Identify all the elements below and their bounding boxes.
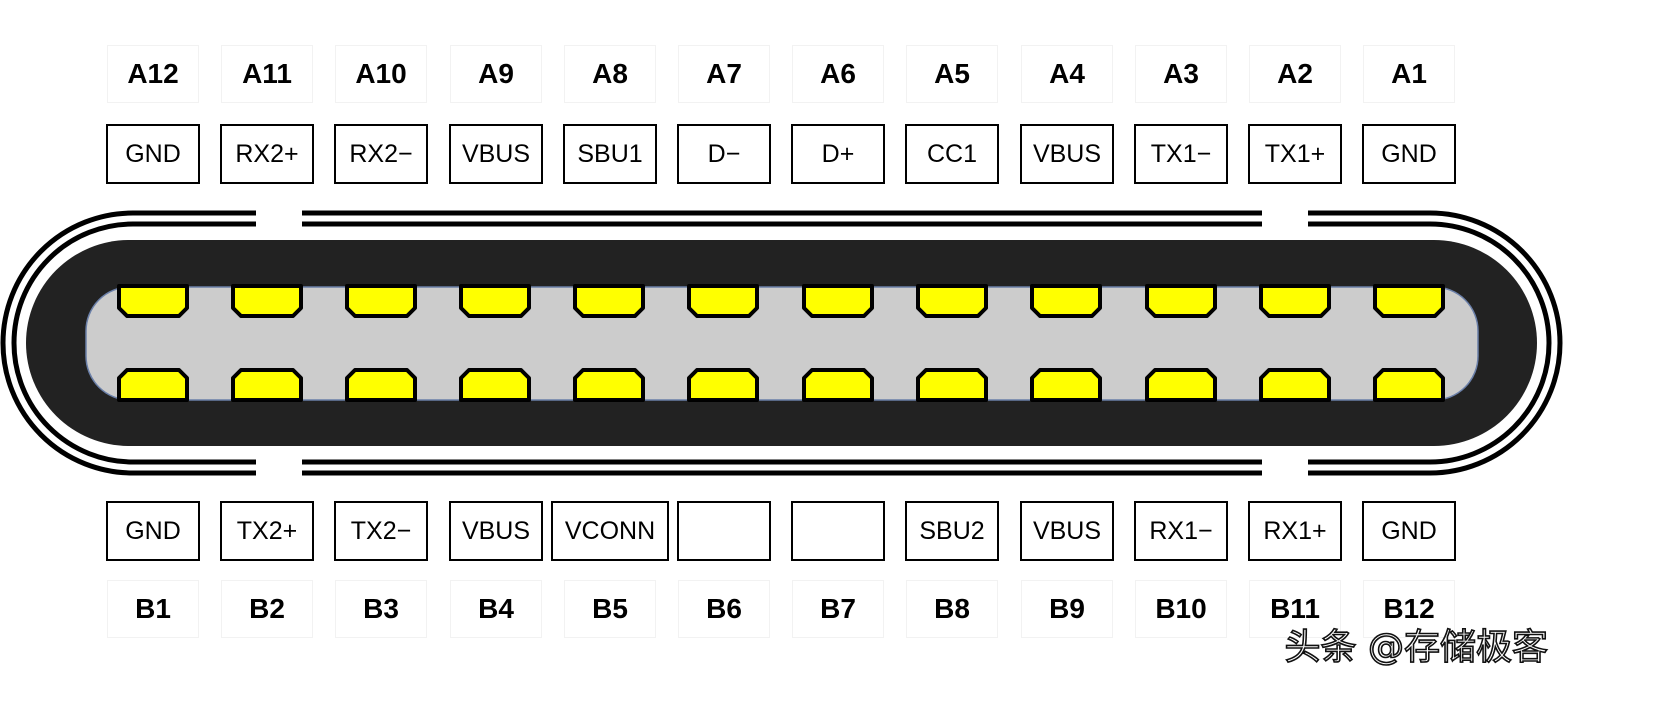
contact-a6 <box>802 284 874 318</box>
signal-box-a6: D+ <box>791 124 885 184</box>
bottom-right-notch <box>1262 449 1308 477</box>
signal-box-a1: GND <box>1362 124 1456 184</box>
top-right-notch <box>1262 209 1308 237</box>
contact-a11 <box>231 284 303 318</box>
pin-number-b3: B3 <box>335 580 427 638</box>
pin-number-b11: B11 <box>1249 580 1341 638</box>
signal-box-a8: SBU1 <box>563 124 657 184</box>
top-left-notch <box>256 209 302 237</box>
contact-a5 <box>916 284 988 318</box>
contact-a9 <box>459 284 531 318</box>
signal-box-a3: TX1− <box>1134 124 1228 184</box>
contact-a8 <box>573 284 645 318</box>
contact-b7 <box>802 368 874 402</box>
contact-b6 <box>687 368 759 402</box>
contact-b9 <box>1030 368 1102 402</box>
contact-b1 <box>117 368 189 402</box>
watermark-text: 头条 @存储极客 <box>1284 626 1549 669</box>
row-a-pin-numbers: A12 A11 A10 A9 A8 A7 A6 A5 A4 A3 A2 A1 <box>0 45 1568 105</box>
contacts-row-b <box>117 368 1445 402</box>
signal-box-b12: GND <box>1362 501 1456 561</box>
pin-number-b2: B2 <box>221 580 313 638</box>
signal-box-a9: VBUS <box>449 124 543 184</box>
pin-number-a2: A2 <box>1249 45 1341 103</box>
pin-number-a10: A10 <box>335 45 427 103</box>
signal-box-b5: VCONN <box>551 501 669 561</box>
pin-number-b7: B7 <box>792 580 884 638</box>
bottom-left-notch <box>256 449 302 477</box>
pin-number-a4: A4 <box>1021 45 1113 103</box>
usb-c-receptacle-diagram <box>0 209 1563 477</box>
contact-b2 <box>231 368 303 402</box>
pin-number-b10: B10 <box>1135 580 1227 638</box>
signal-box-b6 <box>677 501 771 561</box>
signal-box-a4: VBUS <box>1020 124 1114 184</box>
contact-a10 <box>345 284 417 318</box>
signal-box-b1: GND <box>106 501 200 561</box>
row-b-signals: GND TX2+ TX2− VBUS VCONN SBU2 VBUS RX1− … <box>0 501 1568 561</box>
pin-number-b4: B4 <box>450 580 542 638</box>
signal-box-b11: RX1+ <box>1248 501 1342 561</box>
contact-a4 <box>1030 284 1102 318</box>
signal-box-a12: GND <box>106 124 200 184</box>
pin-number-b1: B1 <box>107 580 199 638</box>
pin-number-a6: A6 <box>792 45 884 103</box>
contact-b4 <box>459 368 531 402</box>
tongue <box>85 286 1479 401</box>
contact-a3 <box>1145 284 1217 318</box>
signal-box-b2: TX2+ <box>220 501 314 561</box>
pin-number-b5: B5 <box>564 580 656 638</box>
pin-number-b8: B8 <box>906 580 998 638</box>
contact-b5 <box>573 368 645 402</box>
pin-number-a3: A3 <box>1135 45 1227 103</box>
signal-box-b9: VBUS <box>1020 501 1114 561</box>
signal-box-a2: TX1+ <box>1248 124 1342 184</box>
pin-number-b9: B9 <box>1021 580 1113 638</box>
signal-box-b4: VBUS <box>449 501 543 561</box>
contact-b8 <box>916 368 988 402</box>
contacts-row-a <box>117 284 1445 318</box>
contact-a12 <box>117 284 189 318</box>
signal-box-a5: CC1 <box>905 124 999 184</box>
pin-number-a1: A1 <box>1363 45 1455 103</box>
signal-box-b8: SBU2 <box>905 501 999 561</box>
row-b-pin-numbers: B1 B2 B3 B4 B5 B6 B7 B8 B9 B10 B11 B12 <box>0 580 1568 640</box>
pin-number-a12: A12 <box>107 45 199 103</box>
contact-a2 <box>1259 284 1331 318</box>
pin-number-a8: A8 <box>564 45 656 103</box>
pin-number-a9: A9 <box>450 45 542 103</box>
row-a-signals: GND RX2+ RX2− VBUS SBU1 D− D+ CC1 VBUS T… <box>0 124 1568 184</box>
pin-number-a7: A7 <box>678 45 770 103</box>
signal-box-a10: RX2− <box>334 124 428 184</box>
pin-number-a5: A5 <box>906 45 998 103</box>
pin-number-b6: B6 <box>678 580 770 638</box>
signal-box-b3: TX2− <box>334 501 428 561</box>
contact-b3 <box>345 368 417 402</box>
pin-number-b12: B12 <box>1363 580 1455 638</box>
signal-box-b10: RX1− <box>1134 501 1228 561</box>
signal-box-a7: D− <box>677 124 771 184</box>
contact-b12 <box>1373 368 1445 402</box>
contact-b10 <box>1145 368 1217 402</box>
contact-a1 <box>1373 284 1445 318</box>
signal-box-b7 <box>791 501 885 561</box>
contact-b11 <box>1259 368 1331 402</box>
pin-number-a11: A11 <box>221 45 313 103</box>
contact-a7 <box>687 284 759 318</box>
signal-box-a11: RX2+ <box>220 124 314 184</box>
